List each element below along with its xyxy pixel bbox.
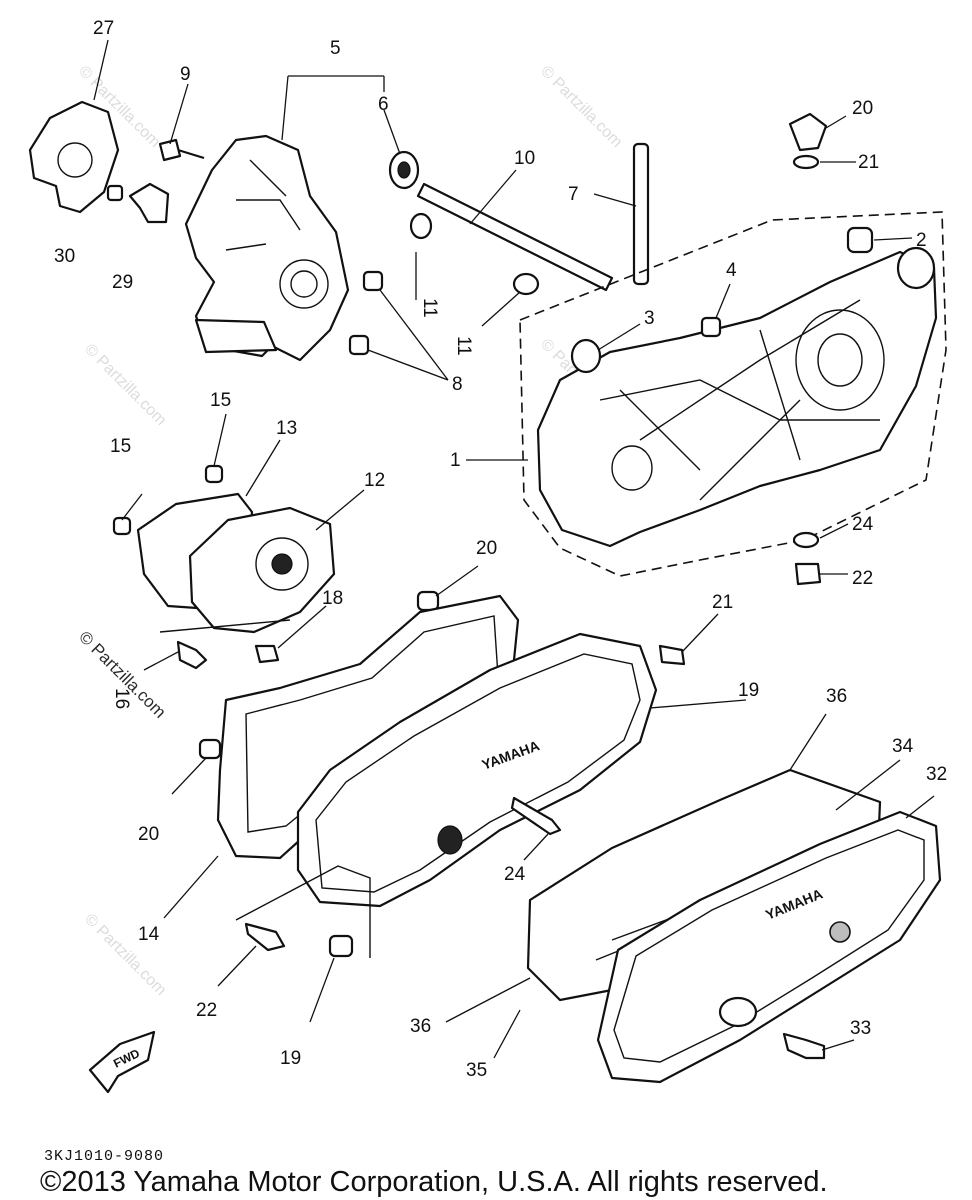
outer-cover-31-dot xyxy=(829,921,851,943)
watermark: © Partzilla.com xyxy=(537,63,625,151)
pin-7 xyxy=(632,142,650,286)
part-label: 33 xyxy=(850,1018,871,1039)
bolt-23 xyxy=(510,796,562,836)
part-label: 27 xyxy=(93,18,114,39)
part-label: 5 xyxy=(330,38,341,59)
crankcase-5-bore-inner xyxy=(290,270,318,298)
washer-27 xyxy=(792,531,820,549)
crankcase-5 xyxy=(184,134,350,362)
bolt-21 xyxy=(658,644,686,666)
part-label: 1 xyxy=(450,450,461,471)
crankcase-1-envelope xyxy=(519,211,947,577)
part-label: 34 xyxy=(892,736,914,757)
part-label: 15 xyxy=(110,436,131,457)
part-label: 29 xyxy=(112,272,133,293)
fwd-arrow-shape xyxy=(88,1030,156,1094)
dipstick-24 xyxy=(788,112,828,152)
crankcase-1-bore xyxy=(795,309,885,411)
oring-25 xyxy=(792,154,820,170)
dowel-8-b xyxy=(348,334,370,356)
outer-cover-31 xyxy=(596,810,942,1084)
part-label: 9 xyxy=(180,64,191,85)
leader-lines xyxy=(93,39,935,1059)
crankcase-1-bore-inner xyxy=(817,333,863,387)
part-label: 6 xyxy=(378,94,389,115)
part-label: 12 xyxy=(364,470,385,491)
bolt-29 xyxy=(106,184,124,202)
dowel-15-a xyxy=(204,464,224,484)
cover-12-hub xyxy=(271,553,293,575)
plate-30-hole xyxy=(57,142,93,178)
part-label: 36 xyxy=(826,686,847,707)
crankcase-5-base xyxy=(194,318,278,354)
diagram-code: 3KJ1010-9080 xyxy=(44,1148,165,1165)
part-label: 19 xyxy=(738,680,759,701)
bearing-3 xyxy=(570,338,602,374)
cover-12 xyxy=(188,506,336,634)
part-label: 24 xyxy=(852,514,874,535)
dowel-20-left xyxy=(198,738,222,760)
part-label: 20 xyxy=(138,824,159,845)
crankcase-cover-18-hole xyxy=(437,825,463,855)
collar-2 xyxy=(846,226,874,254)
part-label: 22 xyxy=(852,568,873,589)
cover-12-bore xyxy=(255,537,309,591)
part-label: 11 xyxy=(419,298,440,318)
dowel-15-b xyxy=(112,516,132,536)
bracket-28 xyxy=(128,182,170,224)
dowel-19 xyxy=(328,934,354,958)
collar-2-seat xyxy=(896,246,936,290)
part-label: 20 xyxy=(476,538,497,559)
part-label: 30 xyxy=(54,246,75,267)
part-label: 24 xyxy=(504,864,526,885)
part-label: 13 xyxy=(276,418,297,439)
part-label: 15 xyxy=(210,390,231,411)
shaft-10 xyxy=(416,182,614,292)
dowel-20-top xyxy=(416,590,440,612)
seal-11-bottom xyxy=(512,272,540,296)
part-label: 16 xyxy=(111,688,132,709)
part-labels: 27 9 5 6 10 7 20 21 2 27 30 29 11 11 4 3… xyxy=(54,18,947,1081)
part-label: 4 xyxy=(726,260,737,281)
part-label: 19 xyxy=(280,1048,301,1069)
part-label: 3 xyxy=(644,308,655,329)
watermark: © Partzilla.com xyxy=(81,341,169,429)
outer-cover-31-hole xyxy=(718,996,758,1028)
part-label: 7 xyxy=(568,184,579,205)
part-label: 8 xyxy=(452,374,463,395)
part-label: 32 xyxy=(926,764,947,785)
bolt-4 xyxy=(700,316,722,338)
drain-plug-26 xyxy=(794,562,822,586)
part-label: 2 xyxy=(916,230,927,251)
dowel-8-a xyxy=(362,270,384,292)
outer-cover-31-rim xyxy=(613,829,925,1063)
crankcase-cover-18 xyxy=(296,632,658,908)
part-label: 35 xyxy=(466,1060,487,1081)
bolt-16 xyxy=(176,640,208,670)
part-label: 18 xyxy=(322,588,343,609)
crankcase-1-ribs xyxy=(599,299,880,501)
part-label: 14 xyxy=(138,924,160,945)
bolt-17 xyxy=(254,644,280,664)
bolt-9 xyxy=(158,138,205,162)
plate-30 xyxy=(28,100,120,214)
bolt-32 xyxy=(782,1032,826,1060)
crankcase-cover-18-rim xyxy=(315,653,641,893)
part-label: 20 xyxy=(852,98,873,119)
part-label: 22 xyxy=(196,1000,217,1021)
part-label: 36 xyxy=(410,1016,431,1037)
part-label: 21 xyxy=(712,592,733,613)
copyright-notice: ©2013 Yamaha Motor Corporation, U.S.A. A… xyxy=(40,1166,828,1198)
bearing-6-core xyxy=(397,161,411,179)
crankcase-1-shaft-bore xyxy=(611,445,653,491)
part-label: 11 xyxy=(453,336,474,356)
fwd-arrow: FWD xyxy=(88,1030,156,1094)
bolt-22 xyxy=(244,922,286,952)
crankcase-5-rib xyxy=(225,159,301,251)
seal-11-top xyxy=(409,212,433,240)
crankcase-5-bore xyxy=(279,259,329,309)
part-label: 10 xyxy=(514,148,535,169)
part-label: 21 xyxy=(858,152,879,173)
